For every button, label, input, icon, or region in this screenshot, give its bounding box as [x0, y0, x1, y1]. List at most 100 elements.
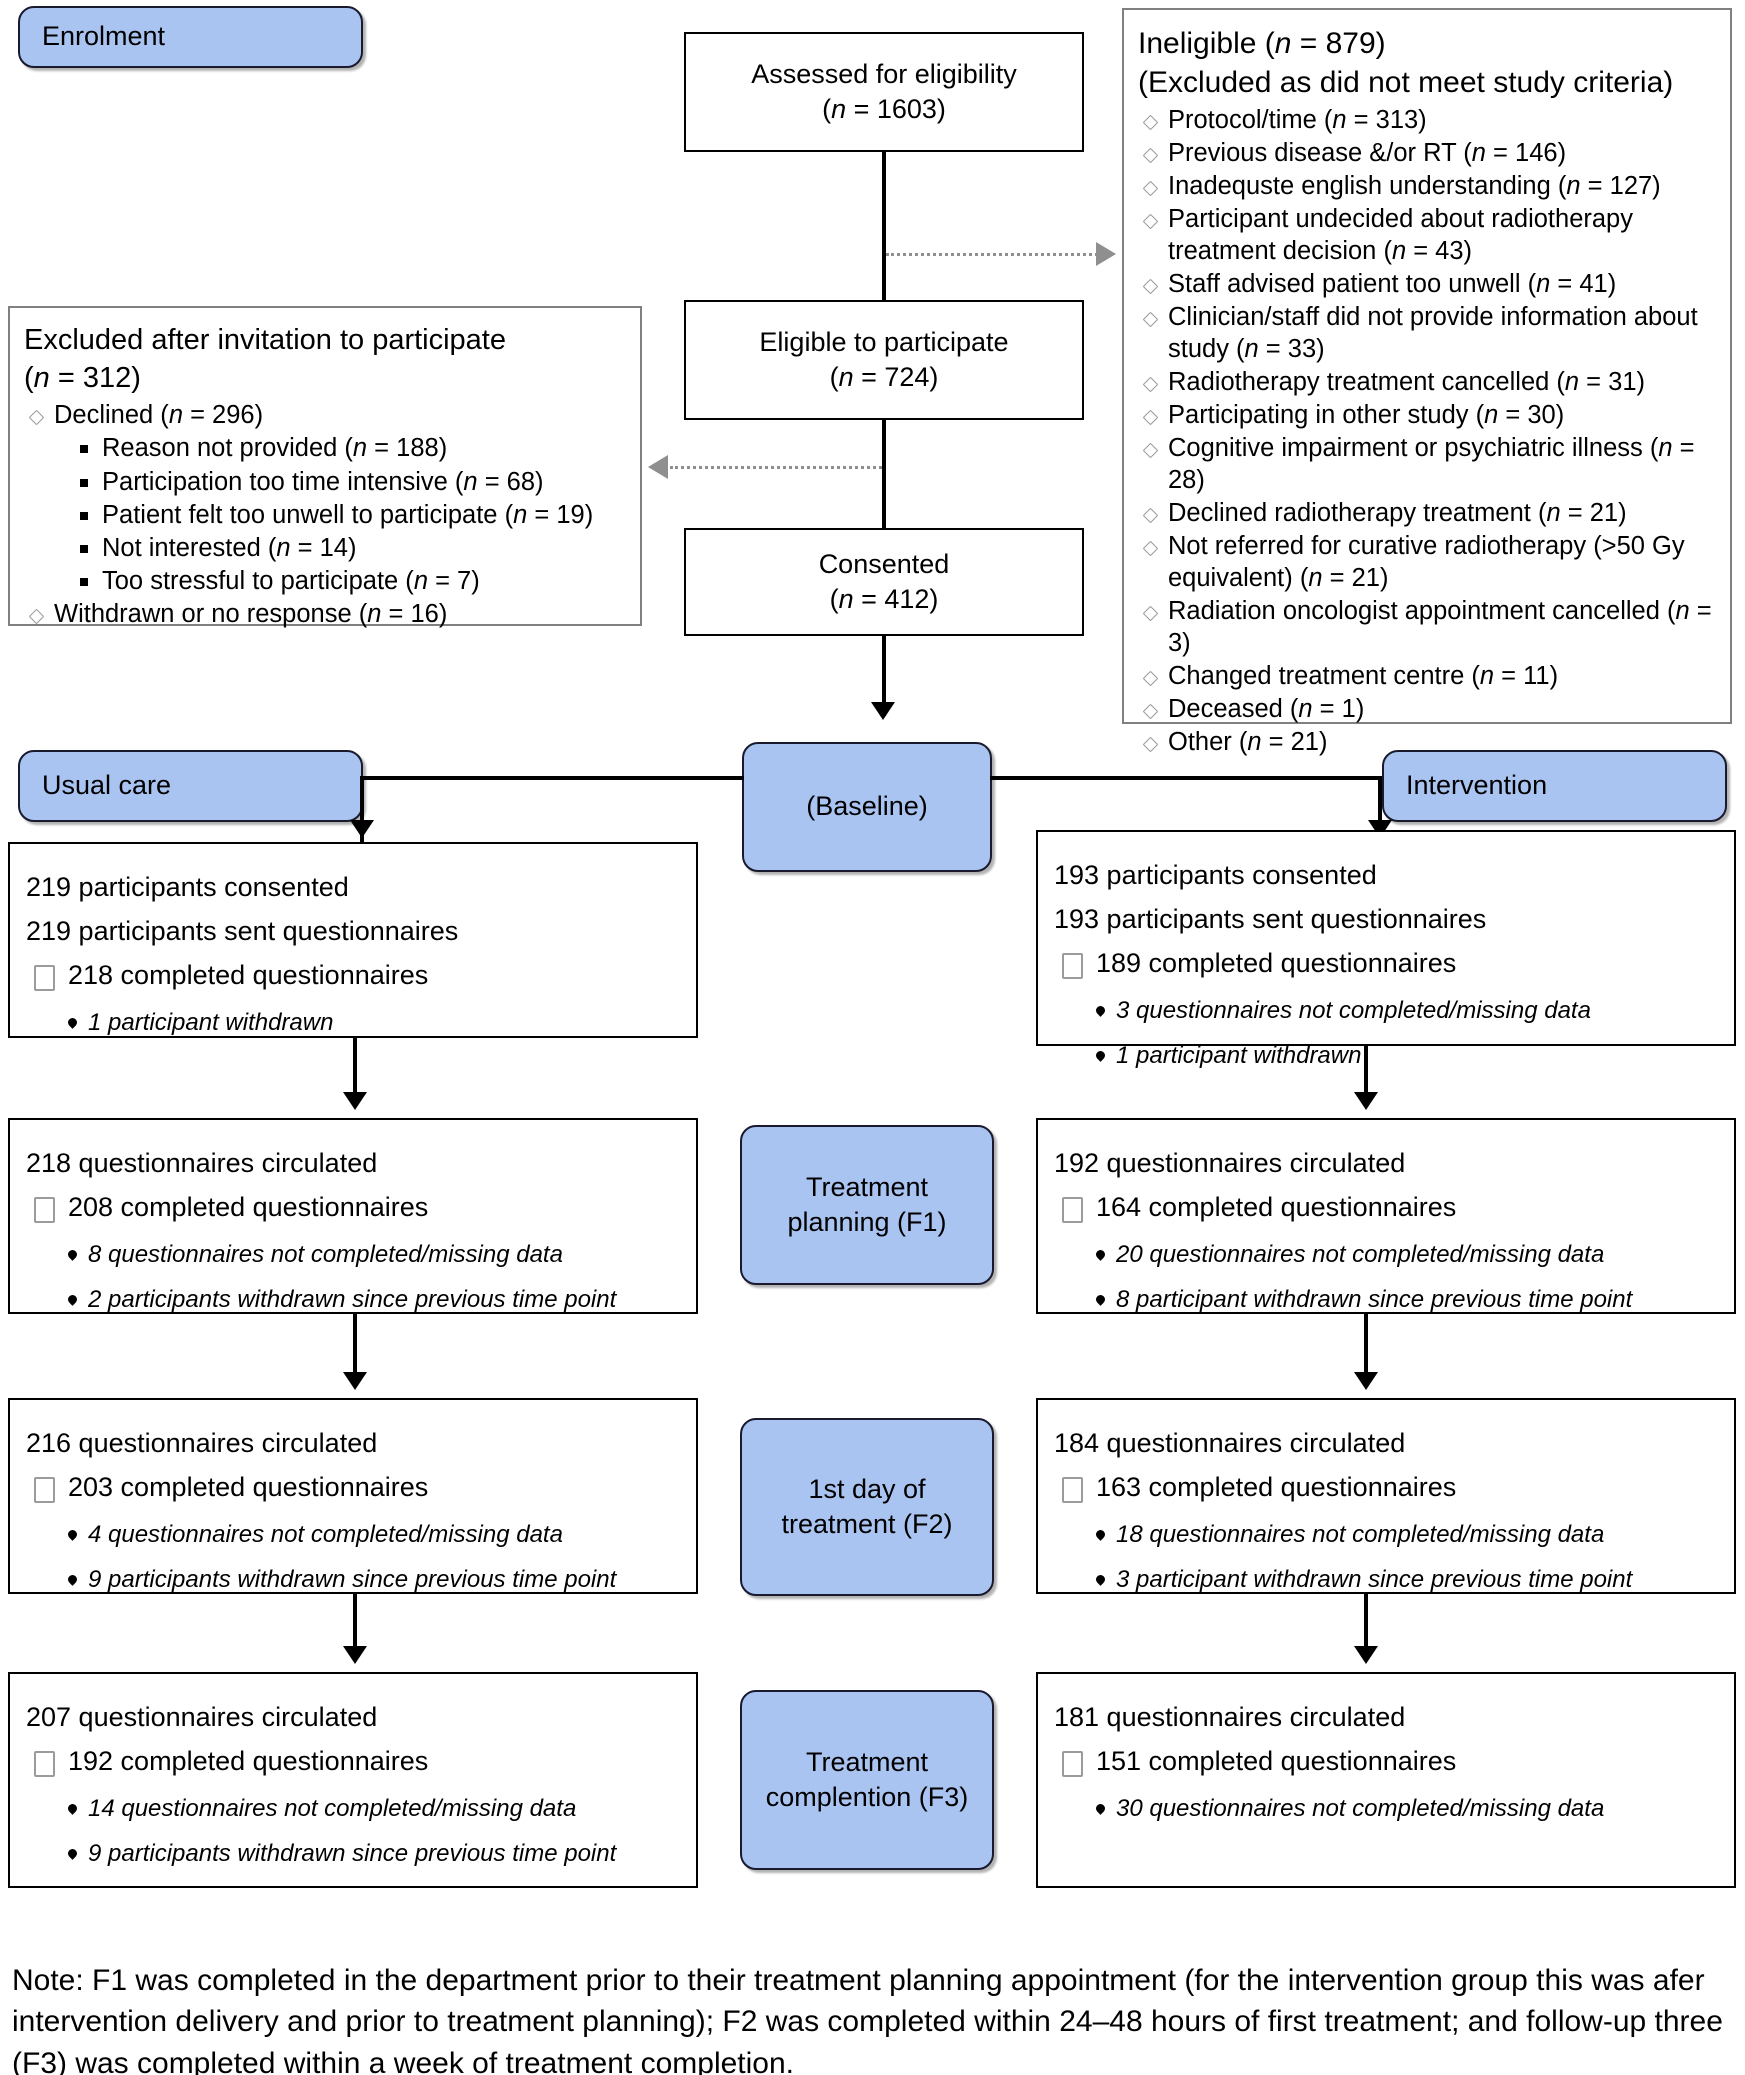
- usual-care-detail-line: 4 questionnaires not completed/missing d…: [26, 1519, 682, 1550]
- connector-iv-1-2-arrowhead: [1354, 1372, 1378, 1390]
- ineligible-list-item: Deceased (n = 1): [1138, 693, 1718, 725]
- intervention-completed-line: 163 completed questionnaires: [1054, 1470, 1720, 1505]
- usual-care-count-line: 219 participants consented: [26, 872, 349, 902]
- ineligible-list-item: Radiation oncologist appointment cancell…: [1138, 595, 1718, 659]
- intervention-detail-line: 20 questionnaires not completed/missing …: [1054, 1239, 1720, 1270]
- usual-care-detail-line: 14 questionnaires not completed/missing …: [26, 1793, 682, 1824]
- excluded-after-invitation-box: Excluded after invitation to participate…: [8, 306, 642, 628]
- intervention-detail-line: 3 participant withdrawn since previous t…: [1054, 1564, 1720, 1595]
- intervention-detail-line: 30 questionnaires not completed/missing …: [1054, 1793, 1720, 1824]
- intervention-panel-f2: 184 questionnaires circulated 163 complet…: [1036, 1398, 1736, 1594]
- intervention-detail-line: 8 participant withdrawn since previous t…: [1054, 1284, 1720, 1315]
- connector-split-left-down: [360, 776, 364, 846]
- usual-care-completed-line: 218 completed questionnaires: [26, 958, 682, 993]
- connector-split-right-down: [1378, 776, 1382, 846]
- ineligible-list-item: Participant undecided about radiotherapy…: [1138, 203, 1718, 267]
- usual-care-count-line: 218 questionnaires circulated: [26, 1148, 378, 1178]
- declined-reason-item: Too stressful to participate (n = 7): [76, 565, 630, 598]
- eligible-line1: Eligible to participate: [759, 326, 1009, 357]
- connector-uc-2-3-arrowhead: [343, 1646, 367, 1664]
- consented-box: Consented (n = 412): [684, 528, 1084, 636]
- connector-excluded-arrowhead: [648, 455, 668, 479]
- excluded-list-item-declined: Declined (n = 296): [24, 399, 630, 431]
- excluded-title: Excluded after invitation to participate: [24, 324, 506, 356]
- connector-uc-2-to-3: [353, 1594, 357, 1650]
- figure-note: Note: F1 was completed in the department…: [12, 1964, 1723, 2075]
- connector-iv-1-to-2: [1364, 1314, 1368, 1376]
- intervention-count-line: 193 participants consented: [1054, 860, 1377, 890]
- connector-iv-0-1-arrowhead: [1354, 1092, 1378, 1110]
- f2-label-text: 1st day of treatment (F2): [781, 1473, 953, 1539]
- ineligible-list-item: Previous disease &/or RT (n = 146): [1138, 137, 1718, 169]
- intervention-completed-line: 189 completed questionnaires: [1054, 946, 1720, 981]
- connector-split-right: [990, 776, 1382, 780]
- assessed-for-eligibility-box: Assessed for eligibility (n = 1603): [684, 32, 1084, 152]
- baseline-label-text: (Baseline): [806, 791, 928, 822]
- connector-split-left: [360, 776, 744, 780]
- ineligible-list-item: Cognitive impairment or psychiatric illn…: [1138, 432, 1718, 496]
- declined-reason-item: Patient felt too unwell to participate (…: [76, 499, 630, 532]
- consented-line2: (n = 412): [829, 584, 939, 614]
- usual-care-completed-line: 203 completed questionnaires: [26, 1470, 682, 1505]
- connector-iv-2-to-3: [1364, 1594, 1368, 1650]
- ineligible-list-item: Other (n = 21): [1138, 726, 1718, 758]
- intervention-count-line: 184 questionnaires circulated: [1054, 1428, 1406, 1458]
- usual-care-detail-line: 8 questionnaires not completed/missing d…: [26, 1239, 682, 1270]
- ineligible-box: Ineligible (n = 879) (Excluded as did no…: [1122, 8, 1732, 756]
- connector-consented-arrowhead: [871, 702, 895, 720]
- intervention-completed-line: 151 completed questionnaires: [1054, 1744, 1720, 1779]
- usual-care-count-line: 216 questionnaires circulated: [26, 1428, 378, 1458]
- excluded-title-n: (n = 312): [24, 361, 141, 394]
- timepoint-f3: Treatment complention (F3): [740, 1690, 994, 1870]
- connector-uc-0-1-arrowhead: [343, 1092, 367, 1110]
- eligible-to-participate-box: Eligible to participate (n = 724): [684, 300, 1084, 420]
- usual-care-detail-line: 1 participant withdrawn: [26, 1007, 682, 1038]
- connector-excluded-dotted: [670, 466, 882, 469]
- intervention-label-text: Intervention: [1406, 770, 1548, 801]
- declined-reasons-list: Reason not provided (n = 188)Participati…: [24, 432, 630, 598]
- ineligible-subtitle: (Excluded as did not meet study criteria…: [1138, 66, 1674, 99]
- declined-reason-item: Reason not provided (n = 188): [76, 432, 630, 465]
- ineligible-list-item: Radiotherapy treatment cancelled (n = 31…: [1138, 366, 1718, 398]
- declined-reason-item: Participation too time intensive (n = 68…: [76, 466, 630, 499]
- intervention-detail-line: 1 participant withdrawn: [1054, 1040, 1720, 1071]
- connector-uc-0-to-1: [353, 1038, 357, 1096]
- eligible-line2: (n = 724): [829, 362, 939, 392]
- usual-care-detail-line: 9 participants withdrawn since previous …: [26, 1838, 682, 1869]
- ineligible-list-item: Declined radiotherapy treatment (n = 21): [1138, 497, 1718, 529]
- connector-ineligible-arrowhead: [1096, 242, 1116, 266]
- connector-iv-0-to-1: [1364, 1046, 1368, 1098]
- ineligible-list-item: Participating in other study (n = 30): [1138, 399, 1718, 431]
- stage-label-enrolment: Enrolment: [18, 6, 363, 68]
- intervention-detail-line: 3 questionnaires not completed/missing d…: [1054, 995, 1720, 1026]
- intervention-completed-line: 164 completed questionnaires: [1054, 1190, 1720, 1225]
- timepoint-baseline: (Baseline): [742, 742, 992, 872]
- connector-consented-to-baseline: [882, 636, 886, 716]
- connector-split-left-arrowhead: [350, 820, 374, 838]
- connector-iv-2-3-arrowhead: [1354, 1646, 1378, 1664]
- intervention-detail-line: 18 questionnaires not completed/missing …: [1054, 1519, 1720, 1550]
- enrolment-label-text: Enrolment: [42, 21, 166, 52]
- ineligible-list-item: Inadequste english understanding (n = 12…: [1138, 170, 1718, 202]
- timepoint-f2: 1st day of treatment (F2): [740, 1418, 994, 1596]
- arm-label-usual-care: Usual care: [18, 750, 363, 822]
- intervention-count-line: 192 questionnaires circulated: [1054, 1148, 1406, 1178]
- ineligible-list-item: Not referred for curative radiotherapy (…: [1138, 530, 1718, 594]
- f1-label-text: Treatment planning (F1): [787, 1171, 947, 1237]
- assessed-line1: Assessed for eligibility: [751, 58, 1017, 89]
- usual-care-detail-line: 2 participants withdrawn since previous …: [26, 1284, 682, 1315]
- intervention-count-line: 193 participants sent questionnaires: [1054, 904, 1487, 935]
- connector-ineligible-dotted: [886, 253, 1098, 256]
- usual-care-detail-line: 9 participants withdrawn since previous …: [26, 1564, 682, 1595]
- ineligible-list-item: Clinician/staff did not provide informat…: [1138, 301, 1718, 365]
- connector-eligible-to-consented: [882, 420, 886, 530]
- excluded-list-item-withdrawn: Withdrawn or no response (n = 16): [24, 598, 630, 630]
- assessed-line2: (n = 1603): [822, 94, 946, 124]
- consented-line1: Consented: [818, 548, 950, 579]
- usual-care-completed-line: 192 completed questionnaires: [26, 1744, 682, 1779]
- intervention-panel-baseline: 193 participants consented 193 participan…: [1036, 830, 1736, 1069]
